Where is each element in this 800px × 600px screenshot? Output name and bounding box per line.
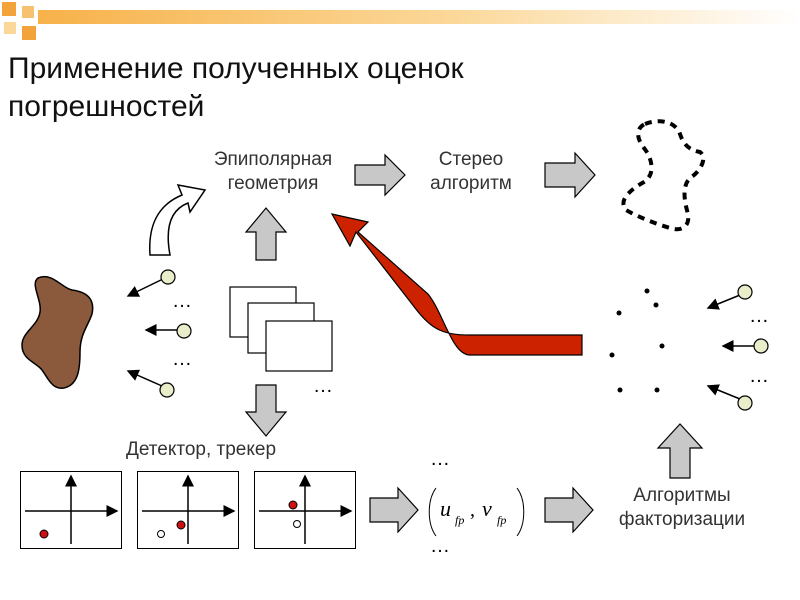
ellipsis: … (749, 365, 770, 387)
gray-arrow-right (544, 486, 594, 534)
gray-arrow-up (244, 207, 288, 261)
red-feedback-arrow (330, 213, 583, 356)
tracked-point-previous (293, 520, 301, 528)
formula-v: v (482, 496, 492, 521)
tracking-panel-axes (25, 474, 119, 544)
camera-marker (706, 284, 753, 310)
ellipsis: … (313, 375, 334, 397)
ellipsis: … (749, 305, 770, 327)
gray-arrow-right (369, 486, 419, 534)
epipolar-geometry-label: Эпиполярная геометрия (213, 149, 333, 194)
stereo-algorithm-label: Стерео алгоритм (430, 149, 512, 194)
tracking-panel (254, 471, 356, 549)
header-square (22, 6, 34, 18)
detector-tracker-label: Детектор, трекер (125, 439, 277, 460)
camera-marker (144, 323, 192, 339)
camera-marker (126, 269, 176, 297)
tracking-panel (20, 471, 122, 549)
ellipsis: … (430, 448, 451, 470)
header-square (2, 2, 16, 16)
tracking-panel (137, 471, 239, 549)
ellipsis: … (172, 290, 193, 312)
gray-arrow-right (544, 151, 596, 199)
formula-u-subscript: fp (455, 513, 464, 527)
gray-arrow-up (656, 423, 704, 479)
formula-comma: , (470, 499, 475, 521)
camera-marker (126, 369, 175, 398)
formula-right-paren (516, 487, 525, 537)
gray-arrow-right (354, 153, 406, 197)
title-line-1: Применение полученных оценок (8, 52, 464, 85)
point-cloud (609, 288, 665, 393)
header-bar (38, 10, 800, 24)
formula-left-paren (428, 487, 437, 537)
tracking-panel-axes (142, 474, 236, 544)
header-square (4, 22, 16, 34)
formula-u: u (440, 496, 451, 521)
tracking-panel-axes (259, 474, 353, 544)
tracked-point-red (288, 500, 298, 510)
ellipsis: … (430, 535, 451, 557)
title-line-2: погрешностей (8, 90, 205, 123)
gray-arrow-down (244, 384, 288, 437)
header-decoration (2, 2, 800, 40)
curved-white-arrow (149, 184, 207, 256)
dashed-reconstruction-shape (621, 119, 706, 232)
tracked-point-red (176, 520, 186, 530)
factorization-algorithms-label: Алгоритмы факторизации (618, 485, 746, 530)
header-square (22, 26, 36, 40)
camera-marker (721, 338, 769, 354)
formula-v-subscript: fp (497, 513, 506, 527)
ellipsis: … (172, 348, 193, 370)
tracked-point-previous (157, 530, 165, 538)
page-title: Применение полученных оценок погрешносте… (8, 50, 628, 126)
image-frame (265, 320, 333, 372)
tracked-point-red (39, 529, 49, 539)
brown-object-shape (21, 275, 94, 389)
camera-marker (706, 384, 753, 411)
